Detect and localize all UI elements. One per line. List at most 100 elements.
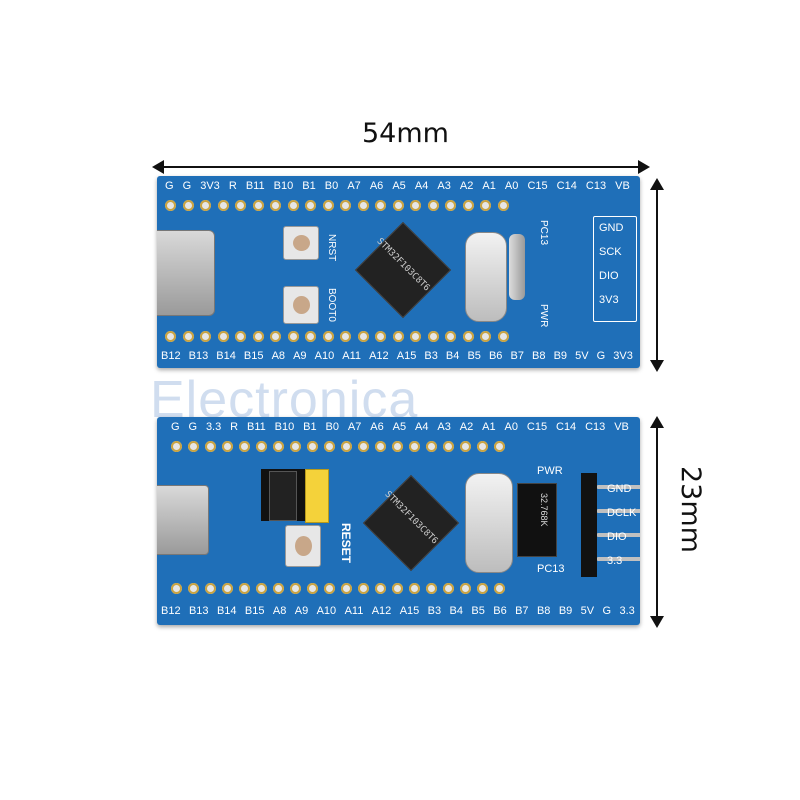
pin-label: A15	[396, 350, 417, 362]
pin-label: A12	[371, 605, 392, 617]
boot0-label: BOOT0	[326, 288, 337, 322]
pwr-label: PWR	[537, 465, 563, 477]
pin-label: B5	[467, 350, 481, 362]
pin-label: A9	[293, 350, 307, 362]
pin-label: G	[171, 421, 180, 433]
swd-label-dio: DIO	[599, 270, 619, 282]
pin-label: B7	[510, 350, 524, 362]
swd-header	[581, 473, 597, 577]
pin-label: B8	[536, 605, 551, 617]
bottom-height-label: 23mm	[675, 466, 706, 553]
pin-label: B7	[515, 605, 529, 617]
pin-label: A2	[459, 180, 474, 192]
pin-label: G	[188, 421, 198, 433]
pin-label: B14	[216, 350, 236, 362]
pin-label: B6	[488, 350, 503, 362]
pin-label: B13	[188, 605, 209, 617]
top-board: G G 3V3 R B11 B10 B1 B0 A7 A6 A5 A4 A3 A…	[157, 176, 640, 368]
pin-label: B12	[161, 605, 181, 617]
pin-label: A11	[342, 350, 362, 362]
bottom-board-hole-row-top	[171, 441, 505, 452]
top-board-pins-top: G G 3V3 R B11 B10 B1 B0 A7 A6 A5 A4 A3 A…	[165, 180, 630, 192]
usb-c-connector	[157, 230, 215, 316]
pin-label: G	[596, 350, 606, 362]
pin-label: B11	[247, 421, 266, 433]
crystal	[465, 473, 513, 573]
swd-label-gnd: GND	[607, 483, 632, 495]
pin-label: R	[228, 180, 237, 192]
pin-label: A7	[347, 421, 362, 433]
pin-label: G	[165, 180, 174, 192]
pin-label: C14	[556, 180, 577, 192]
pin-label: B9	[553, 350, 568, 362]
header-pin	[597, 509, 640, 513]
header-pin	[597, 485, 640, 489]
pin-label: A11	[344, 605, 364, 617]
pin-label: B9	[558, 605, 573, 617]
pin-label: A7	[347, 180, 361, 192]
top-height-arrow	[656, 182, 658, 366]
rtc-crystal-block	[517, 483, 557, 557]
pin-label: C15	[527, 180, 548, 192]
pin-label: A10	[314, 350, 335, 362]
pin-label: A3	[437, 421, 451, 433]
pin-label: A8	[272, 605, 287, 617]
pin-label: A0	[504, 180, 519, 192]
crystal	[465, 232, 507, 322]
pin-label: 5V	[575, 350, 589, 362]
arrow-right-head-icon	[638, 160, 650, 174]
reset-button	[285, 525, 321, 567]
top-board-pins-bottom: B12 B13 B14 B15 A8 A9 A10 A11 A12 A15 B3…	[161, 350, 633, 362]
top-board-hole-row-top	[165, 200, 509, 211]
pin-label: A8	[271, 350, 286, 362]
pin-label: 5V	[580, 605, 595, 617]
bottom-board-pins-top: G G 3.3 R B11 B10 B1 B0 A7 A6 A5 A4 A3 A…	[171, 421, 629, 433]
top-board-hole-row-bottom	[165, 331, 509, 342]
pin-label: B0	[325, 421, 339, 433]
pin-label: B5	[471, 605, 485, 617]
pin-label: R	[230, 421, 239, 433]
boot-jumper-yellow	[305, 469, 329, 523]
pin-label: B0	[324, 180, 339, 192]
swd-label-sck: SCK	[599, 246, 622, 258]
pin-label: C13	[585, 180, 607, 192]
pin-label: B10	[273, 180, 294, 192]
pin-label: A0	[504, 421, 518, 433]
pin-label: B3	[424, 350, 438, 362]
swd-label-gnd: GND	[599, 222, 624, 234]
swd-label-box	[593, 216, 637, 322]
rtc-crystal	[509, 234, 525, 300]
rtc-crystal-label: 32.768K	[539, 493, 549, 527]
pin-label: B4	[449, 605, 463, 617]
pin-label: 3V3	[613, 350, 633, 362]
pin-label: C15	[526, 421, 548, 433]
header-pin	[597, 533, 640, 537]
swd-label-dio: DIO	[607, 531, 627, 543]
pin-label: B3	[427, 605, 442, 617]
pin-label: B13	[188, 350, 209, 362]
pin-label: A1	[482, 421, 496, 433]
arrow-left-head-icon	[152, 160, 164, 174]
arrow-down-head-icon	[650, 616, 664, 628]
pin-label: G	[182, 180, 192, 192]
pin-label: A3	[437, 180, 451, 192]
pin-label: VB	[615, 180, 630, 192]
pin-label: A1	[482, 180, 496, 192]
arrow-down-head-icon	[650, 360, 664, 372]
pwr-label: PWR	[538, 304, 549, 328]
pin-label: B8	[532, 350, 546, 362]
pin-label: A6	[369, 180, 384, 192]
arrow-up-head-icon	[650, 178, 664, 190]
pin-label: B1	[303, 421, 317, 433]
reset-button	[283, 226, 319, 260]
pc13-label: PC13	[538, 220, 549, 246]
pin-label: B15	[244, 605, 265, 617]
bottom-board-hole-row-bottom	[171, 583, 505, 594]
pin-label: A4	[415, 421, 429, 433]
swd-label-3v3: 3V3	[599, 294, 619, 306]
width-dimension-label: 54mm	[362, 118, 449, 149]
pin-label: B14	[216, 605, 237, 617]
micro-usb-connector	[157, 485, 209, 555]
pin-label: B4	[445, 350, 460, 362]
pin-label: G	[602, 605, 612, 617]
